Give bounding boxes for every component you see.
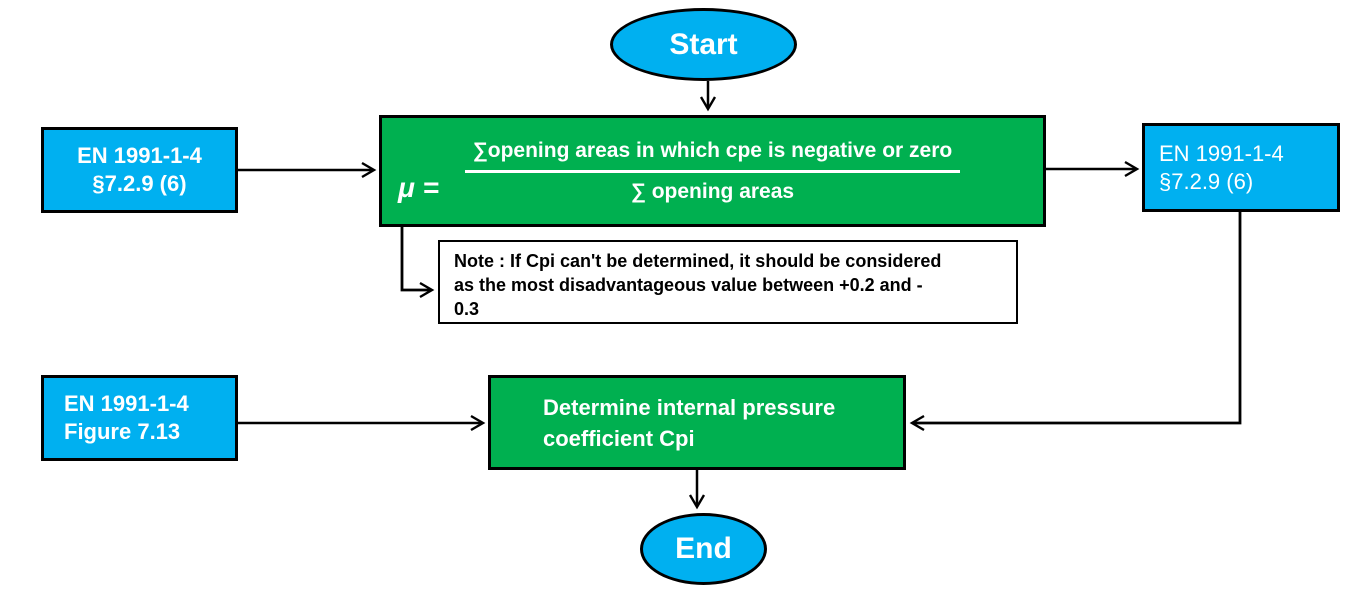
reference-box-right: EN 1991-1-4 §7.2.9 (6)	[1142, 123, 1340, 212]
determine-line: coefficient Cpi	[543, 425, 695, 451]
reference-line: EN 1991-1-4	[1159, 140, 1284, 166]
end-label: End	[675, 532, 732, 565]
start-label: Start	[669, 27, 738, 61]
determine-node: Determine internal pressure coefficient …	[488, 375, 906, 470]
formula-node: μ = ∑opening areas in which cpe is negat…	[379, 115, 1046, 227]
reference-box-top-left: EN 1991-1-4 §7.2.9 (6)	[41, 127, 238, 213]
reference-box-bottom-left: EN 1991-1-4 Figure 7.13	[41, 375, 238, 461]
determine-line: Determine internal pressure	[543, 394, 836, 420]
formula-denominator: ∑ opening areas	[630, 179, 795, 203]
end-node: End	[640, 513, 767, 585]
reference-line: §7.2.9 (6)	[92, 171, 187, 196]
formula-numerator: ∑opening areas in which cpe is negative …	[464, 139, 961, 173]
note-line: 0.3	[454, 299, 480, 319]
reference-line: Figure 7.13	[64, 419, 181, 444]
note-line: Note : If Cpi can't be determined, it sh…	[454, 251, 942, 271]
formula-mu: μ =	[398, 172, 440, 203]
note-line: as the most disadvantageous value betwee…	[454, 275, 923, 295]
note-box: Note : If Cpi can't be determined, it sh…	[438, 240, 1018, 324]
reference-line: EN 1991-1-4	[77, 143, 202, 168]
formula-fraction: ∑opening areas in which cpe is negative …	[464, 139, 961, 204]
reference-line: §7.2.9 (6)	[1159, 168, 1254, 194]
arrow-formula-to-note	[400, 227, 435, 299]
reference-line: EN 1991-1-4	[64, 391, 189, 416]
start-node: Start	[610, 8, 797, 81]
